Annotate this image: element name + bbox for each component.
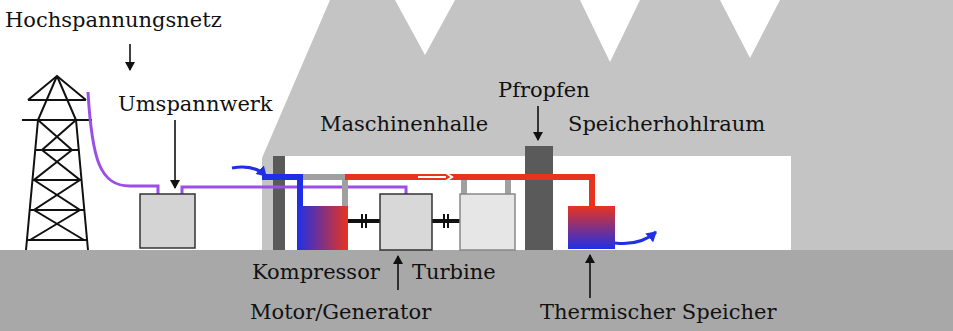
compressor [297,206,348,250]
thermal-storage [568,206,615,249]
substation-box [140,194,195,248]
motor-generator [380,194,432,250]
plug-label: Pfropfen [498,78,590,103]
ground [0,250,953,331]
cavern-label: Speicherhohlraum [568,112,765,137]
substation-label: Umspannwerk [118,92,273,117]
hall-wall [273,156,285,250]
compressor-label: Kompressor [252,260,380,285]
turbine [460,194,515,250]
turbine-label: Turbine [412,260,496,285]
leader-arrows [130,44,590,298]
mountain [262,0,953,252]
air-inlet-arrow [232,167,266,176]
hall-label: Maschinenhalle [320,112,488,137]
storage-label: Thermischer Speicher [540,300,777,325]
motor-label: Motor/Generator [250,300,431,325]
pylon [22,76,92,250]
air-outlet-arrow [615,232,656,244]
plug [525,146,553,250]
network-label: Hochspannungsnetz [5,8,222,33]
